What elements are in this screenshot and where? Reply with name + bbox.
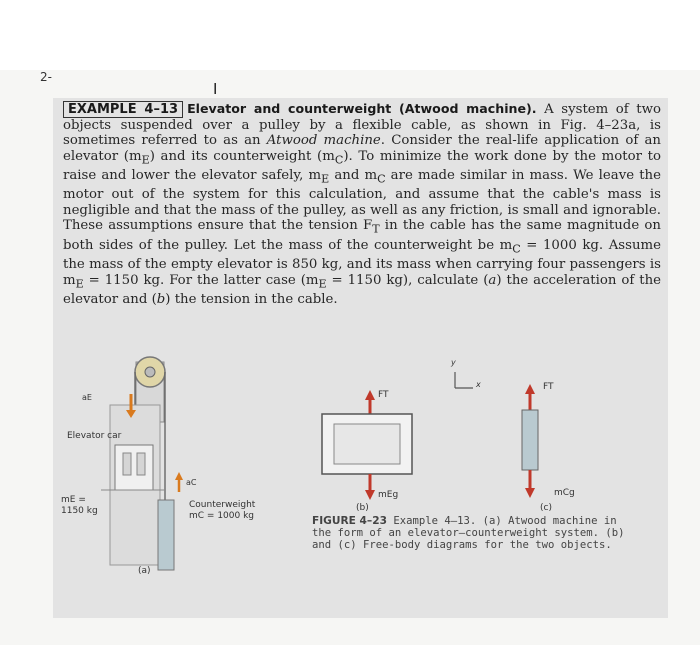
elevator-mass-label: mE = 1150 kg bbox=[61, 495, 98, 516]
figure-b-label: (b) bbox=[356, 503, 369, 513]
caption-label: FIGURE 4–23 bbox=[312, 515, 387, 527]
figure-c-label: (c) bbox=[540, 503, 552, 513]
atwood-figure bbox=[101, 356, 539, 571]
elevator-fbd-inner bbox=[333, 423, 401, 465]
example-text: = 1150 kg. For the latter case (m bbox=[83, 272, 319, 288]
counterweight-fbd bbox=[521, 409, 539, 471]
figure-caption: FIGURE 4–23 Example 4–13. (a) Atwood mac… bbox=[312, 515, 642, 552]
FT-b-arrowhead bbox=[365, 390, 375, 400]
subscript: E bbox=[318, 277, 327, 291]
subscript: C bbox=[334, 153, 344, 167]
figure-a-label: (a) bbox=[138, 566, 151, 576]
elevator-door bbox=[122, 452, 132, 476]
example-text: ) the tension in the cable. bbox=[165, 291, 338, 307]
aE-arrowhead bbox=[126, 410, 136, 418]
elevator-car bbox=[114, 444, 154, 491]
mCg-label: mCg bbox=[554, 488, 575, 498]
part-b: b bbox=[156, 291, 166, 307]
mCg-arrowhead bbox=[525, 488, 535, 498]
example-text: = 1150 kg), calculate ( bbox=[326, 272, 489, 288]
example-text: ) the acceleration of the elevator and ( bbox=[63, 272, 661, 307]
mEg-label: mEg bbox=[378, 490, 399, 500]
example-text: . Consider the real-life application of … bbox=[63, 133, 661, 164]
FT-c-label: FT bbox=[543, 382, 554, 392]
FT-b-label: FT bbox=[378, 390, 389, 400]
blank-top-margin bbox=[0, 0, 700, 70]
example-text: = 1000 kg. Assume the mass of the empty … bbox=[63, 237, 661, 288]
example-text: and m bbox=[329, 168, 378, 184]
counterweight-label: Counterweight bbox=[189, 500, 256, 510]
y-axis-label: y bbox=[451, 358, 456, 367]
example-text: A system of two objects suspended over a… bbox=[63, 102, 661, 149]
subscript: E bbox=[321, 172, 330, 186]
subscript: E bbox=[75, 277, 84, 291]
example-text: are made similar in mass. We leave the m… bbox=[63, 168, 661, 234]
subscript: E bbox=[141, 153, 150, 167]
example-text: ) and its counterweight (m bbox=[149, 148, 335, 164]
elevator-door bbox=[136, 452, 146, 476]
pulley-hub bbox=[144, 366, 156, 378]
atwood-term: Atwood machine bbox=[266, 133, 381, 149]
elevator-car-label: Elevator car bbox=[67, 431, 122, 441]
counterweight bbox=[157, 499, 175, 571]
aC-label: aC bbox=[186, 478, 197, 487]
subscript: T bbox=[372, 223, 380, 237]
example-text: ). To minimize the work done by the moto… bbox=[63, 148, 661, 184]
subscript: C bbox=[377, 172, 386, 186]
FT-c-arrowhead bbox=[525, 384, 535, 394]
example-label: EXAMPLE 4–13 bbox=[63, 101, 184, 118]
text-cursor-icon: I bbox=[213, 80, 218, 98]
aE-label: aE bbox=[82, 393, 92, 402]
part-a: a bbox=[488, 272, 497, 288]
example-title: Elevator and counterweight (Atwood machi… bbox=[187, 101, 537, 116]
x-axis-label: x bbox=[476, 380, 481, 389]
counterweight-mass-label: mC = 1000 kg bbox=[189, 511, 255, 521]
caption-text: Example 4–13. (a) Atwood machine in the … bbox=[312, 515, 625, 552]
example-text: in the cable has the same magnitude on b… bbox=[63, 218, 661, 253]
mEg-arrowhead bbox=[365, 490, 375, 500]
aC-arrowhead bbox=[175, 472, 183, 480]
subscript: C bbox=[512, 242, 521, 256]
page-number: 2- bbox=[40, 70, 52, 84]
